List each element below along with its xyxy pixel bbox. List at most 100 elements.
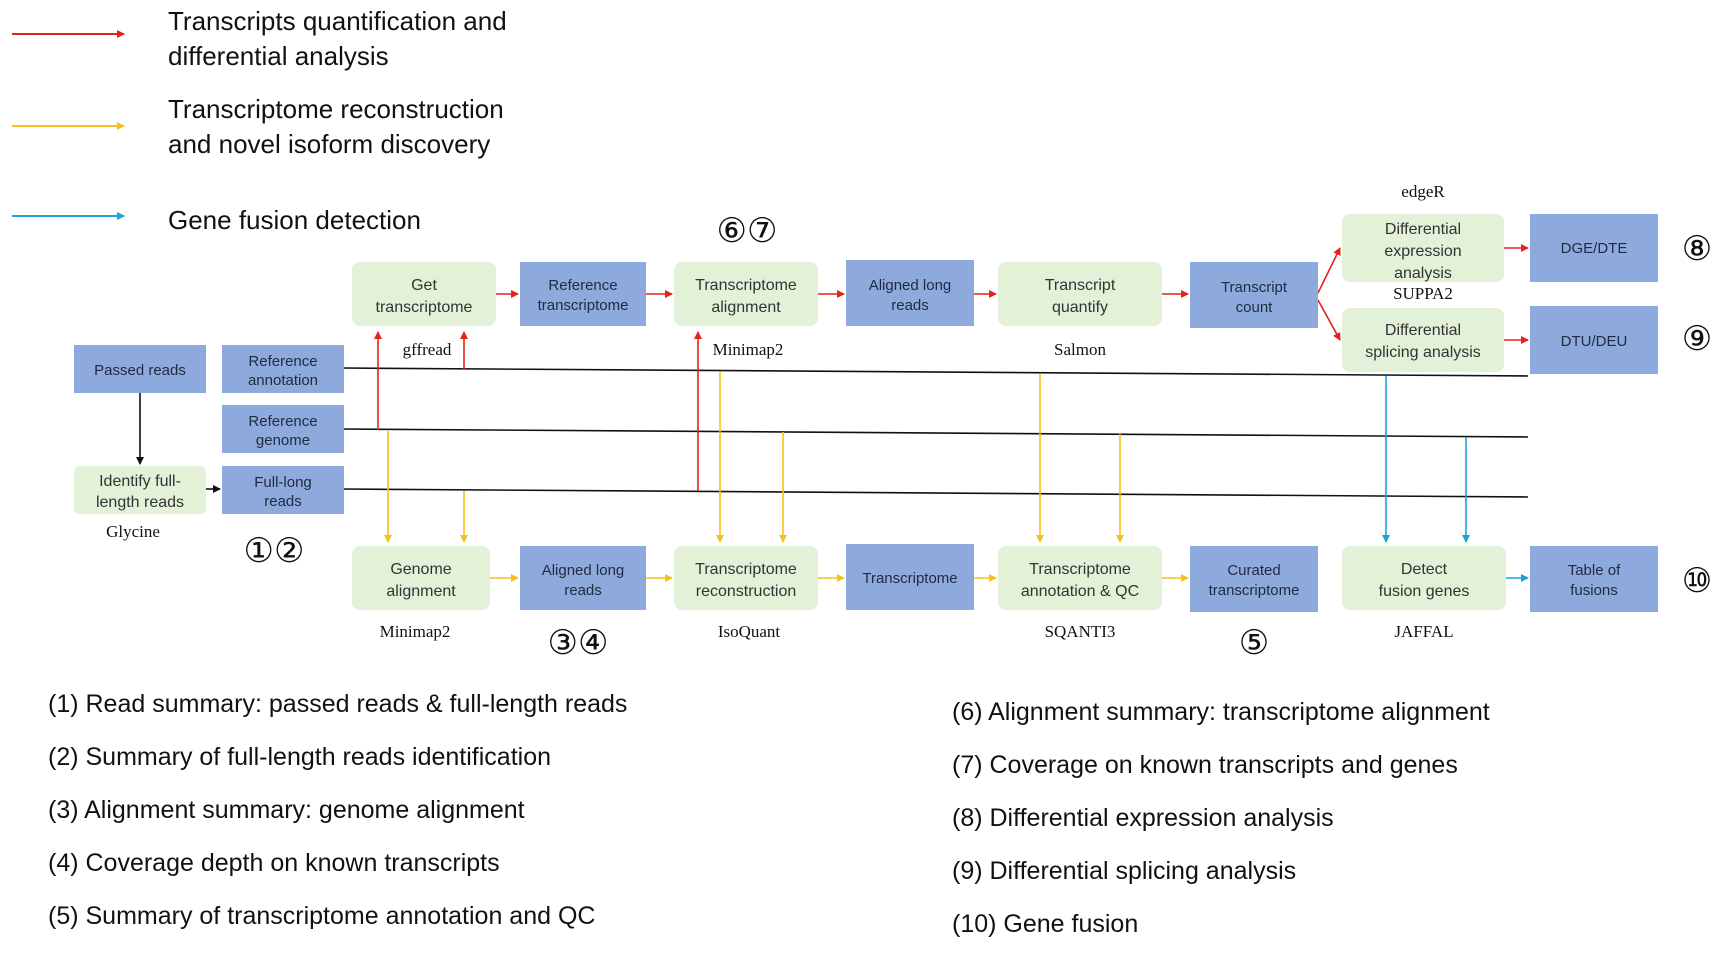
- tool-minimap2-top: Minimap2: [713, 340, 784, 359]
- tool-jaffal: JAFFAL: [1394, 622, 1453, 641]
- box-transcriptome: Transcriptome: [846, 544, 974, 610]
- note-item: (6) Alignment summary: transcriptome ali…: [952, 698, 1490, 726]
- svg-text:fusions: fusions: [1570, 582, 1618, 599]
- svg-text:Transcript: Transcript: [1221, 279, 1288, 296]
- svg-text:Curated: Curated: [1227, 562, 1280, 579]
- svg-text:reads: reads: [891, 297, 929, 314]
- note-item: (9) Differential splicing analysis: [952, 857, 1296, 885]
- svg-text:Reference: Reference: [548, 277, 617, 294]
- svg-text:count: count: [1236, 299, 1274, 316]
- marker-1-2: ①②: [244, 531, 305, 571]
- svg-text:transcriptome: transcriptome: [1209, 582, 1300, 599]
- step-markers: ①② ⑥⑦ ⑧ ⑨ ③④ ⑤ ⑩: [244, 211, 1713, 663]
- note-item: (3) Alignment summary: genome alignment: [48, 796, 525, 824]
- legend-label: Gene fusion detection: [168, 205, 421, 235]
- legend-label: and novel isoform discovery: [168, 129, 490, 159]
- notes-left: (1) Read summary: passed reads & full-le…: [48, 690, 627, 930]
- tool-labels: Glycine gffread Minimap2 Salmon edgeR SU…: [106, 182, 1454, 641]
- svg-text:Transcriptome: Transcriptome: [695, 277, 797, 294]
- box-reference-transcriptome: Reference transcriptome: [520, 262, 646, 326]
- box-curated-transcriptome: Curated transcriptome: [1190, 546, 1318, 612]
- note-item: (7) Coverage on known transcripts and ge…: [952, 751, 1458, 779]
- svg-text:DTU/DEU: DTU/DEU: [1561, 333, 1628, 350]
- svg-text:Get: Get: [411, 277, 437, 294]
- svg-text:reconstruction: reconstruction: [696, 583, 797, 600]
- svg-text:analysis: analysis: [1394, 265, 1452, 282]
- svg-text:Transcript: Transcript: [1045, 277, 1116, 294]
- svg-text:length reads: length reads: [96, 494, 184, 511]
- box-transcriptome-annotation-qc: Transcriptome annotation & QC: [998, 546, 1162, 610]
- svg-text:reads: reads: [264, 493, 302, 510]
- box-detect-fusion-genes: Detect fusion genes: [1342, 546, 1506, 610]
- svg-text:Passed reads: Passed reads: [94, 362, 186, 379]
- svg-text:expression: expression: [1384, 243, 1461, 260]
- svg-text:Detect: Detect: [1401, 561, 1448, 578]
- tool-salmon: Salmon: [1054, 340, 1106, 359]
- marker-8: ⑧: [1682, 229, 1712, 269]
- legend-label: Transcriptome reconstruction: [168, 94, 504, 124]
- svg-text:Aligned long: Aligned long: [869, 277, 952, 294]
- note-item: (5) Summary of transcriptome annotation …: [48, 902, 595, 930]
- box-table-of-fusions: Table of fusions: [1530, 546, 1658, 612]
- legend-item-quantification: Transcripts quantification and different…: [12, 6, 507, 71]
- marker-6-7: ⑥⑦: [717, 211, 778, 251]
- box-genome-alignment: Genome alignment: [352, 546, 490, 610]
- box-transcriptome-reconstruction: Transcriptome reconstruction: [674, 546, 818, 610]
- marker-5: ⑤: [1239, 623, 1269, 663]
- svg-text:Differential: Differential: [1385, 322, 1461, 339]
- svg-text:alignment: alignment: [386, 583, 456, 600]
- legend-item-reconstruction: Transcriptome reconstruction and novel i…: [12, 94, 504, 159]
- box-dge-dte: DGE/DTE: [1530, 214, 1658, 282]
- tool-suppa2: SUPPA2: [1393, 284, 1453, 303]
- svg-text:alignment: alignment: [711, 299, 781, 316]
- svg-text:annotation: annotation: [248, 372, 318, 389]
- box-transcriptome-alignment: Transcriptome alignment: [674, 262, 818, 326]
- svg-text:Differential: Differential: [1385, 221, 1461, 238]
- svg-text:splicing analysis: splicing analysis: [1365, 344, 1481, 361]
- svg-text:Transcriptome: Transcriptome: [695, 561, 797, 578]
- box-dtu-deu: DTU/DEU: [1530, 306, 1658, 374]
- marker-3-4: ③④: [548, 623, 609, 663]
- note-item: (8) Differential expression analysis: [952, 804, 1334, 832]
- box-reference-annotation: Reference annotation: [222, 345, 344, 393]
- note-item: (1) Read summary: passed reads & full-le…: [48, 690, 627, 718]
- legend-item-fusion: Gene fusion detection: [12, 205, 421, 235]
- svg-text:genome: genome: [256, 432, 310, 449]
- svg-text:Transcriptome: Transcriptome: [862, 570, 957, 587]
- box-differential-expression: Differential expression analysis: [1342, 214, 1504, 282]
- arrows: [136, 244, 1529, 582]
- svg-text:Reference: Reference: [248, 353, 317, 370]
- marker-9: ⑨: [1682, 319, 1712, 359]
- svg-text:Identify full-: Identify full-: [99, 473, 181, 490]
- note-item: (10) Gene fusion: [952, 910, 1138, 938]
- note-item: (4) Coverage depth on known transcripts: [48, 849, 500, 877]
- marker-10: ⑩: [1682, 561, 1712, 601]
- tool-glycine: Glycine: [106, 522, 160, 541]
- note-item: (2) Summary of full-length reads identif…: [48, 743, 551, 771]
- svg-text:Genome: Genome: [390, 561, 451, 578]
- box-transcript-count: Transcript count: [1190, 262, 1318, 328]
- box-aligned-long-reads-bottom: Aligned long reads: [520, 546, 646, 610]
- svg-text:Aligned long: Aligned long: [542, 562, 625, 579]
- tool-sqanti3: SQANTI3: [1045, 622, 1116, 641]
- notes-right: (6) Alignment summary: transcriptome ali…: [952, 698, 1490, 938]
- svg-text:transcriptome: transcriptome: [538, 297, 629, 314]
- box-aligned-long-reads-top: Aligned long reads: [846, 260, 974, 326]
- tool-isoquant: IsoQuant: [718, 622, 781, 641]
- svg-text:annotation & QC: annotation & QC: [1021, 583, 1139, 600]
- tool-edger: edgeR: [1401, 182, 1445, 201]
- box-passed-reads: Passed reads: [74, 345, 206, 393]
- box-identify-full-length-reads: Identify full- length reads: [74, 466, 206, 514]
- input-lines: [341, 367, 1529, 498]
- legend: Transcripts quantification and different…: [12, 6, 507, 235]
- tool-gffread: gffread: [403, 340, 452, 359]
- tool-minimap2-bottom: Minimap2: [380, 622, 451, 641]
- box-full-long-reads: Full-long reads: [222, 466, 344, 514]
- svg-text:Reference: Reference: [248, 413, 317, 430]
- svg-text:Transcriptome: Transcriptome: [1029, 561, 1131, 578]
- svg-text:reads: reads: [564, 582, 602, 599]
- box-differential-splicing: Differential splicing analysis: [1342, 308, 1504, 372]
- svg-text:Table of: Table of: [1568, 562, 1621, 579]
- legend-label: differential analysis: [168, 41, 389, 71]
